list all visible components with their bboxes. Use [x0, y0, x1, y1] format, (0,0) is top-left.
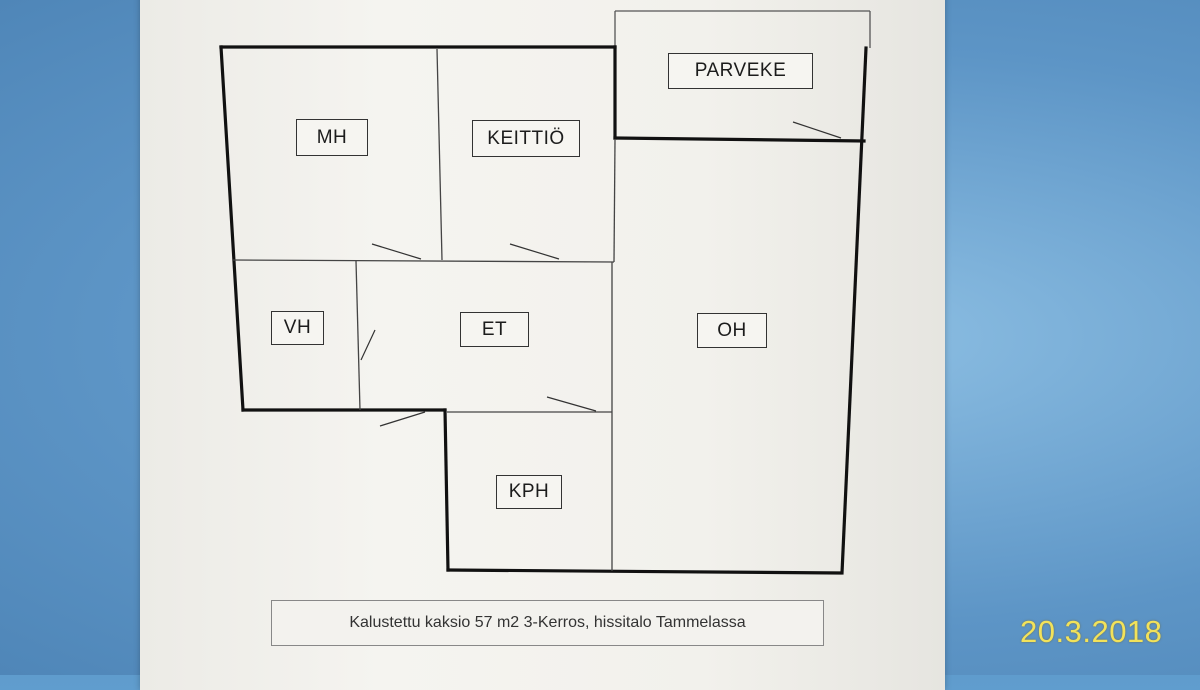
document-page [140, 0, 945, 690]
room-label-vh: VH [271, 311, 324, 345]
exterior-walls [219, 45, 868, 575]
room-label-keittio: KEITTIÖ [472, 120, 580, 157]
interior-walls [232, 48, 616, 571]
room-label-et: ET [460, 312, 529, 347]
room-label-kph: KPH [496, 475, 562, 509]
door-swings [360, 121, 842, 427]
room-label-mh: MH [296, 119, 368, 156]
photo-date-stamp: 20.3.2018 [1020, 614, 1163, 649]
listing-caption: Kalustettu kaksio 57 m2 3-Kerros, hissit… [271, 600, 824, 646]
floor-plan [219, 10, 871, 575]
room-label-oh: OH [697, 313, 767, 348]
room-label-parveke: PARVEKE [668, 53, 813, 89]
